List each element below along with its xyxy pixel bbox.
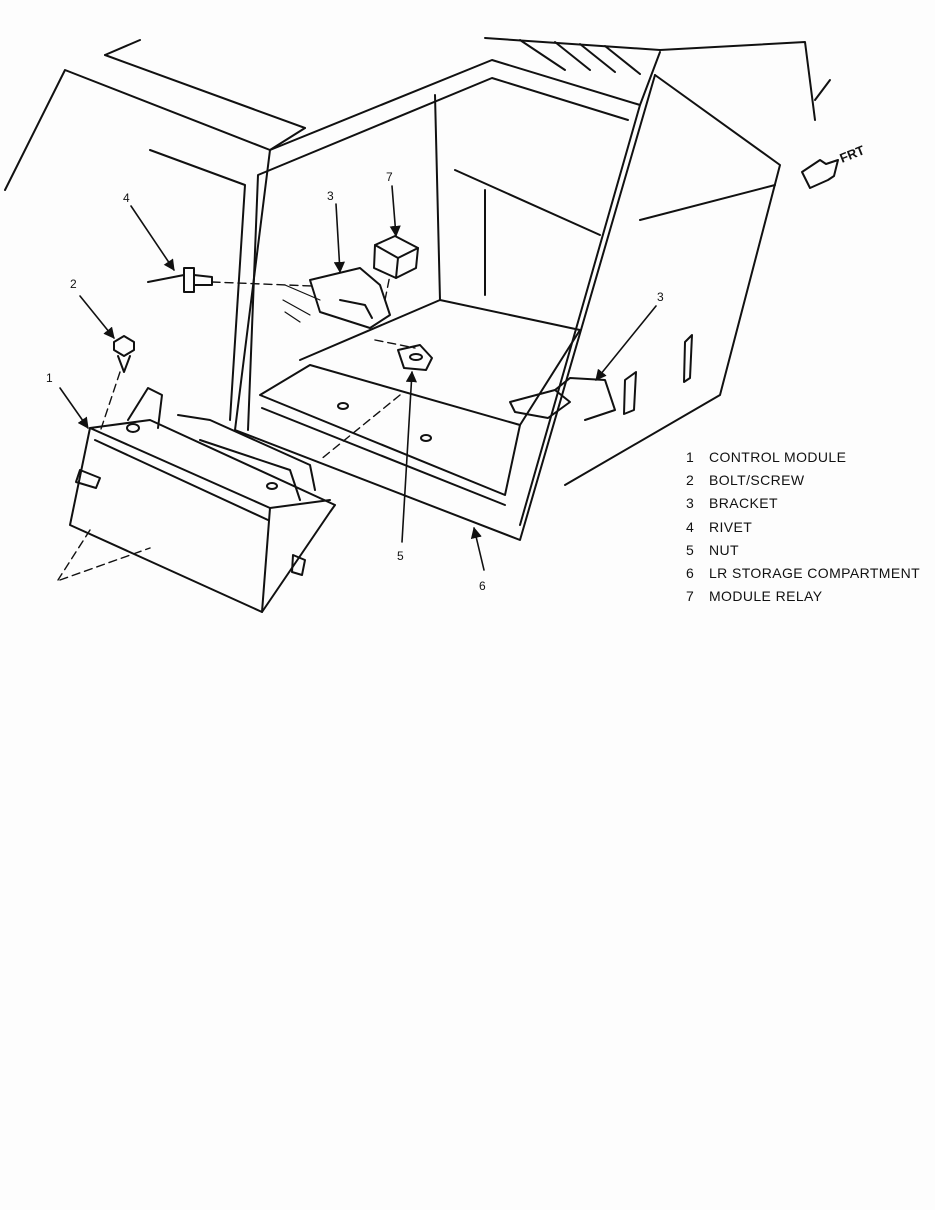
legend-label: NUT [709,541,739,558]
legend-label: CONTROL MODULE [709,449,847,465]
storage-compartment [234,51,693,541]
legend-item: 6 LR STORAGE COMPARTMENT [686,564,920,587]
callout-5: 5 [397,549,404,563]
legend-number: 4 [686,518,695,535]
callout-2: 2 [70,277,77,291]
legend-item: 5 NUT [686,541,920,564]
exploded-view-diagram: FRT [4,37,867,613]
rivet [147,267,213,293]
callout-6: 6 [479,579,486,593]
front-direction-arrow: FRT [801,142,867,189]
callout-3-upper: 3 [327,189,334,203]
frt-label: FRT [838,142,867,165]
callout-1: 1 [46,371,53,385]
callout-leaders [59,185,657,571]
assembly-lines [57,274,416,581]
callout-4: 4 [123,191,130,205]
legend-item: 3 BRACKET [686,494,920,517]
vehicle-side-panel [4,37,831,486]
legend-label: BOLT/SCREW [709,472,805,489]
legend-item: 4 RIVET [686,518,920,541]
legend-number: 7 [686,588,695,605]
legend-item: 7 MODULE RELAY [686,587,920,610]
legend-item: 2 BOLT/SCREW [686,471,920,494]
legend-label: MODULE RELAY [709,588,823,605]
bolt-screw [113,335,135,373]
control-module [69,387,336,613]
module-relay [373,235,419,279]
legend-number: 5 [686,541,695,558]
legend-number: 2 [686,472,695,489]
callout-7: 7 [386,170,393,184]
legend-number: 1 [686,449,695,465]
legend-label: BRACKET [709,495,778,512]
callout-numbers: 1 2 3 4 5 6 7 3 [46,170,664,593]
legend-label: RIVET [709,518,753,535]
legend-number: 6 [686,564,695,581]
parts-legend: 1 CONTROL MODULE 2 BOLT/SCREW 3 BRACKET 4 RI… [686,448,920,610]
callout-3-right: 3 [657,290,664,304]
legend-item: 1 CONTROL MODULE [686,448,920,471]
legend-number: 3 [686,495,695,512]
nut [397,344,433,371]
legend-label: LR STORAGE COMPARTMENT [709,564,921,581]
bracket-right [509,377,616,421]
bracket-upper [309,267,391,329]
